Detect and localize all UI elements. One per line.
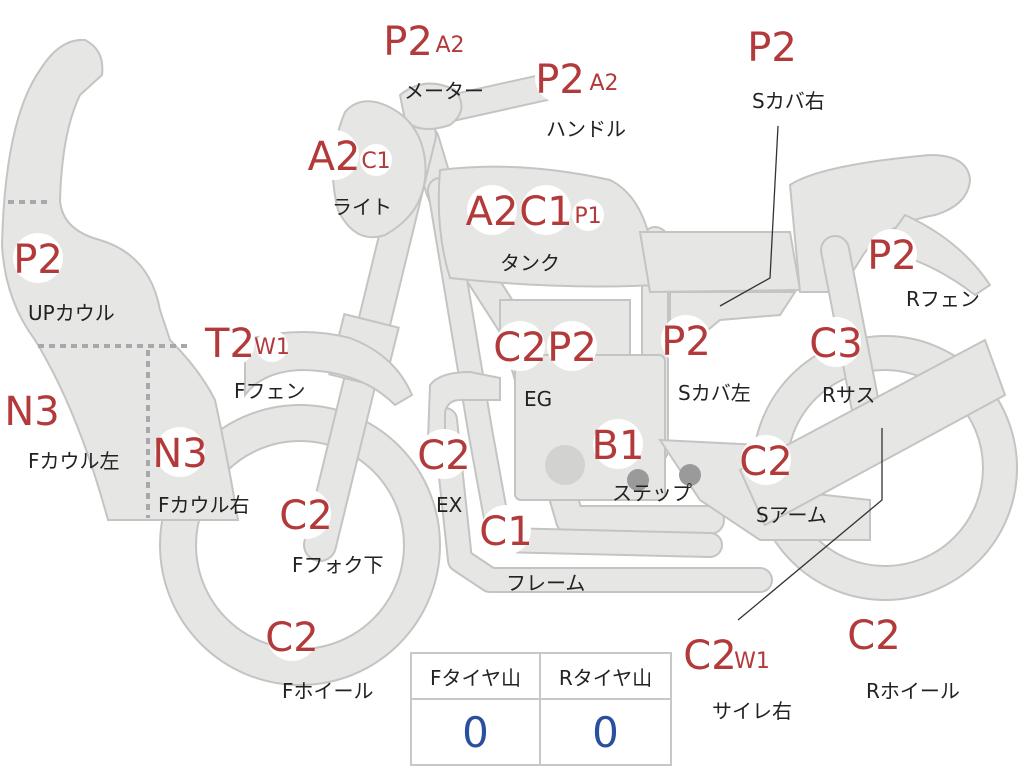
silencer-shape bbox=[738, 338, 1007, 527]
f-fender-badges[interactable]: T2 W1 bbox=[204, 317, 290, 367]
swing-arm-label: Sアーム bbox=[756, 503, 827, 527]
svg-text:P2: P2 bbox=[383, 19, 433, 65]
svg-text:P2: P2 bbox=[535, 57, 585, 103]
step-peg-2 bbox=[679, 464, 701, 486]
svg-text:C3: C3 bbox=[809, 321, 862, 367]
engine-badges[interactable]: C2 P2 bbox=[493, 321, 597, 371]
frame-label: フレーム bbox=[506, 571, 585, 595]
meter-label: メーター bbox=[404, 79, 484, 103]
swing-arm-badges[interactable]: C2 bbox=[739, 435, 793, 485]
front-tire-tread-header: Fタイヤ山 bbox=[412, 654, 541, 700]
step-label: ステップ bbox=[612, 481, 692, 505]
s-cover-right-badges[interactable]: P2 bbox=[747, 21, 797, 71]
f-wheel-label: Fホイール bbox=[282, 679, 374, 703]
f-cowl-left-label: Fカウル左 bbox=[28, 449, 120, 473]
rear-tire-tread-header: Rタイヤ山 bbox=[541, 654, 670, 700]
r-suspension-badges[interactable]: C3 bbox=[809, 317, 863, 367]
light-label: ライト bbox=[332, 195, 392, 219]
svg-text:W1: W1 bbox=[734, 649, 770, 674]
svg-text:N3: N3 bbox=[152, 431, 207, 477]
svg-text:B1: B1 bbox=[592, 423, 645, 469]
exhaust-badges[interactable]: C2 bbox=[417, 429, 471, 479]
front-tire-tread-value[interactable]: 0 bbox=[412, 700, 541, 764]
seat-shape bbox=[638, 231, 802, 294]
s-cover-left-label: Sカバ左 bbox=[678, 381, 751, 405]
step-peg-1 bbox=[627, 469, 649, 491]
svg-text:P2: P2 bbox=[661, 319, 711, 365]
leader-s-cover-right bbox=[719, 125, 779, 307]
f-cowl-right-label: Fカウル右 bbox=[158, 493, 250, 517]
svg-text:W1: W1 bbox=[254, 335, 290, 360]
tire-tread-table: Fタイヤ山 Rタイヤ山 0 0 bbox=[410, 652, 672, 766]
f-fender-label: Fフェン bbox=[234, 379, 306, 403]
svg-text:C2: C2 bbox=[417, 433, 470, 479]
meter-shape bbox=[398, 82, 463, 130]
handle-badges[interactable]: P2 A2 bbox=[535, 53, 620, 103]
svg-text:P1: P1 bbox=[574, 204, 601, 229]
svg-text:T2: T2 bbox=[204, 321, 255, 367]
up-cowl-label: UPカウル bbox=[28, 301, 115, 325]
tank-badges[interactable]: A2 C1 P1 bbox=[466, 185, 604, 235]
svg-text:C1: C1 bbox=[519, 189, 572, 235]
svg-text:C2: C2 bbox=[847, 613, 900, 659]
meter-badges[interactable]: P2 A2 bbox=[383, 15, 466, 65]
exhaust-shape bbox=[426, 370, 501, 441]
silencer-right-label: サイレ右 bbox=[712, 699, 792, 723]
svg-text:P2: P2 bbox=[13, 237, 63, 283]
svg-text:A2: A2 bbox=[466, 189, 519, 235]
svg-text:A2: A2 bbox=[308, 134, 361, 180]
svg-text:A2: A2 bbox=[589, 71, 618, 96]
up-cowl-badges[interactable]: P2 bbox=[13, 233, 63, 283]
front-wheel-shape bbox=[159, 404, 441, 686]
r-wheel-badges[interactable]: C2 bbox=[847, 609, 901, 659]
rear-tire-tread-value[interactable]: 0 bbox=[592, 707, 619, 757]
r-suspension-label: Rサス bbox=[822, 383, 876, 407]
f-cowl-right-badges[interactable]: N3 bbox=[152, 427, 208, 477]
svg-text:N3: N3 bbox=[4, 389, 59, 435]
handle-label: ハンドル bbox=[546, 117, 626, 141]
r-fender-label: Rフェン bbox=[906, 287, 980, 311]
leader-silencer-right bbox=[737, 428, 883, 621]
s-cover-left-badges[interactable]: P2 bbox=[661, 315, 711, 365]
f-wheel-badges[interactable]: C2 bbox=[265, 611, 319, 661]
svg-text:A2: A2 bbox=[435, 33, 464, 58]
svg-text:P2: P2 bbox=[547, 325, 597, 371]
exhaust-label: EX bbox=[436, 493, 463, 517]
svg-text:C1: C1 bbox=[361, 149, 390, 174]
silencer-right-badges[interactable]: C2 W1 bbox=[683, 629, 770, 679]
svg-text:P2: P2 bbox=[747, 25, 797, 71]
f-cowl-left-badges[interactable]: N3 bbox=[4, 385, 60, 435]
light-badges[interactable]: A2 C1 bbox=[308, 130, 392, 180]
step-badges[interactable]: B1 bbox=[592, 419, 645, 469]
svg-text:P2: P2 bbox=[867, 233, 917, 279]
svg-text:C1: C1 bbox=[479, 509, 532, 555]
svg-text:C2: C2 bbox=[683, 633, 736, 679]
cowl-shape bbox=[0, 38, 240, 521]
f-fork-label: Fフォク下 bbox=[292, 553, 384, 577]
svg-text:C2: C2 bbox=[265, 615, 318, 661]
r-fender-badges[interactable]: P2 bbox=[867, 229, 917, 279]
tank-label: タンク bbox=[500, 251, 560, 275]
svg-text:C2: C2 bbox=[739, 439, 792, 485]
f-fork-badges[interactable]: C2 bbox=[279, 489, 333, 539]
svg-text:C2: C2 bbox=[493, 325, 546, 371]
engine-label: EG bbox=[524, 387, 552, 411]
r-wheel-label: Rホイール bbox=[866, 679, 960, 703]
s-cover-right-label: Sカバ右 bbox=[752, 89, 825, 113]
svg-text:C2: C2 bbox=[279, 493, 332, 539]
frame-badges[interactable]: C1 bbox=[479, 505, 533, 555]
